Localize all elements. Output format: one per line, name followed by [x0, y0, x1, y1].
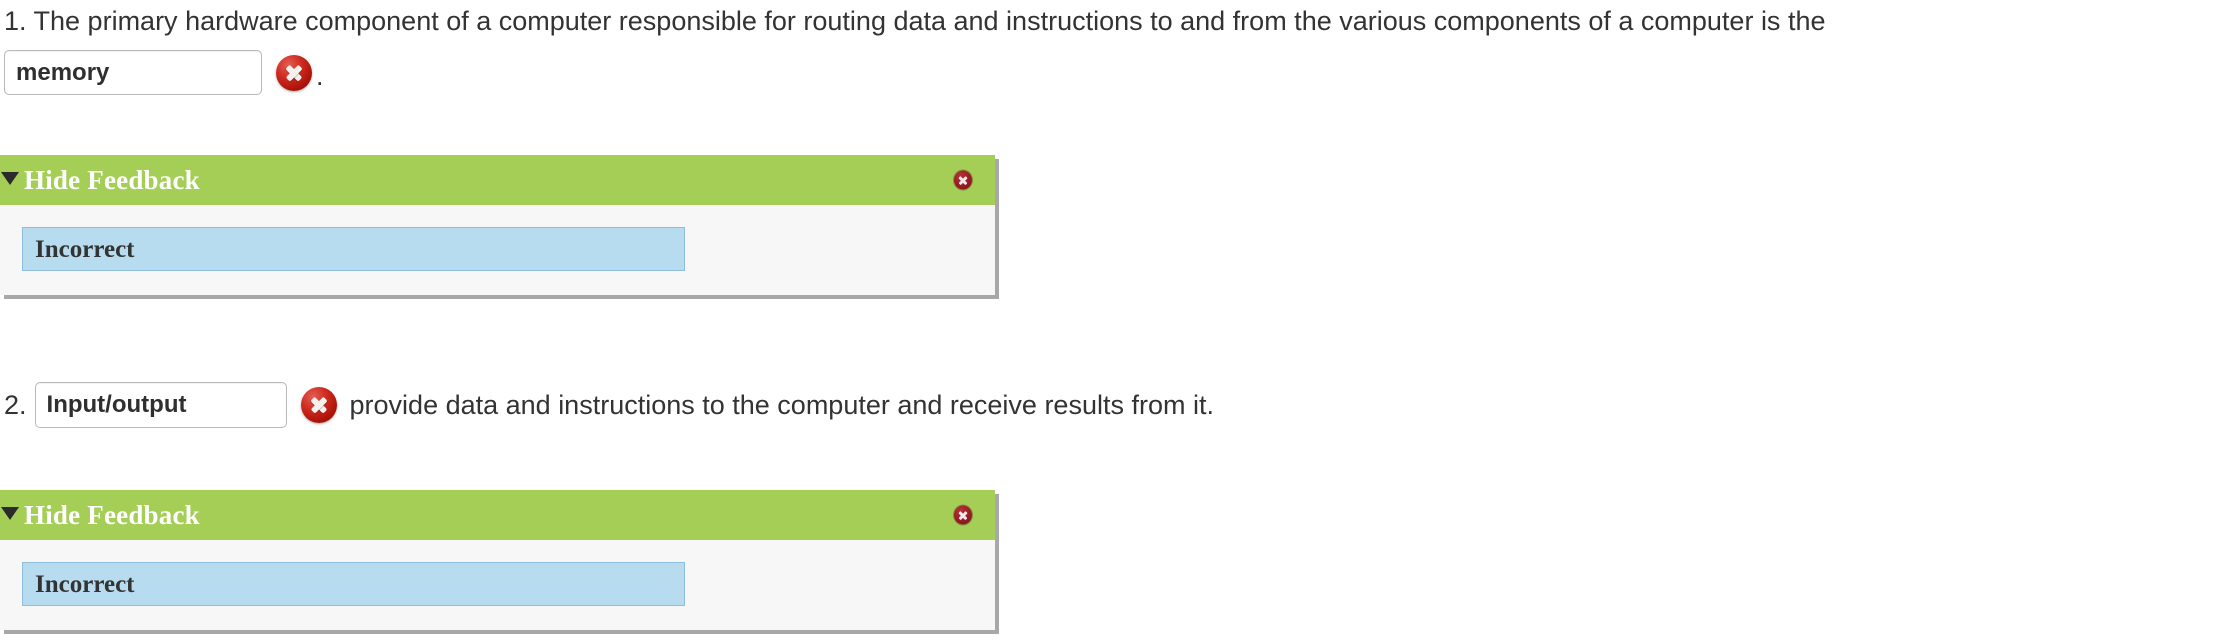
question-2-answer-row: 2. provide data and instructions to the …	[4, 382, 1214, 428]
feedback-body-2: Incorrect	[0, 540, 995, 630]
question-1-trailing-period: .	[316, 61, 324, 91]
error-x-icon	[276, 54, 312, 91]
feedback-panel-1: Hide Feedback Incorrect	[0, 155, 995, 295]
feedback-message-2: Incorrect	[35, 570, 135, 598]
hide-feedback-label-1[interactable]: Hide Feedback	[24, 165, 200, 195]
feedback-message-1: Incorrect	[35, 235, 135, 263]
close-icon[interactable]	[954, 170, 972, 190]
question-1-prompt: 1. The primary hardware component of a c…	[4, 6, 1826, 36]
answer-input-2[interactable]	[34, 382, 287, 428]
answer-input-1[interactable]	[4, 50, 262, 95]
caret-down-icon[interactable]	[1, 171, 19, 185]
feedback-body-1: Incorrect	[0, 205, 995, 295]
caret-down-icon[interactable]	[1, 506, 19, 520]
question-2-prompt: provide data and instructions to the com…	[349, 389, 1214, 420]
question-2-number: 2.	[4, 389, 27, 420]
feedback-message-box-2: Incorrect	[22, 562, 685, 606]
question-1-answer-row: .	[4, 50, 324, 95]
close-icon[interactable]	[954, 505, 972, 525]
feedback-panel-2: Hide Feedback Incorrect	[0, 490, 995, 630]
feedback-header-1[interactable]: Hide Feedback	[0, 155, 995, 205]
feedback-message-box-1: Incorrect	[22, 227, 685, 271]
hide-feedback-label-2[interactable]: Hide Feedback	[24, 500, 200, 530]
feedback-header-2[interactable]: Hide Feedback	[0, 490, 995, 540]
error-x-icon	[300, 387, 337, 423]
